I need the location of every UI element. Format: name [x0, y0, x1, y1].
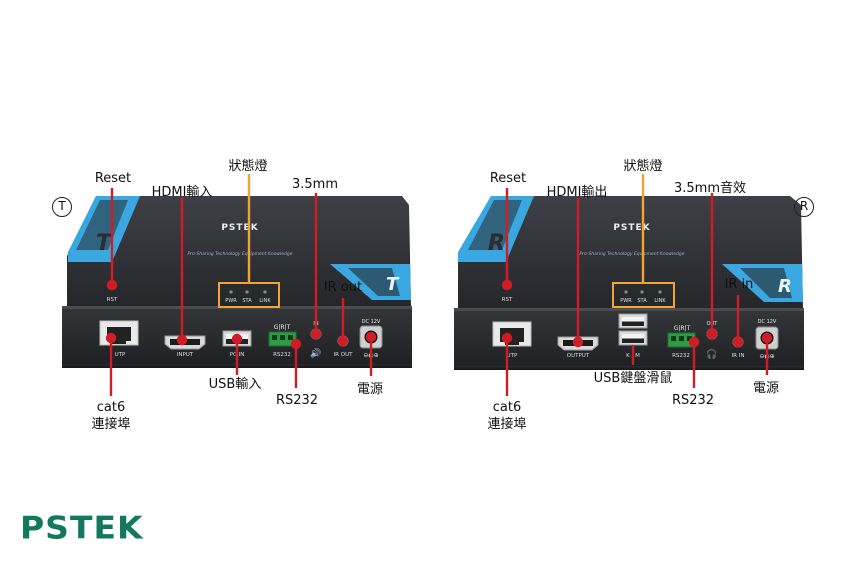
callout-dot-t-hdmi: [176, 334, 188, 346]
transmitter-sta-label: STA: [242, 298, 252, 304]
receiver-sta-led: [640, 290, 644, 294]
r-power-label: 電源: [752, 381, 780, 396]
callout-dot-r-rs232: [688, 336, 700, 348]
t-cat6-line2: 連接埠: [91, 417, 131, 432]
r-reset-label: Reset: [489, 171, 527, 186]
t-ir-label: IR out: [323, 280, 363, 295]
t-power-label: 電源: [356, 382, 384, 397]
callout-dot-r-audio: [706, 328, 718, 340]
receiver-brand-text: PSTEK: [613, 223, 650, 233]
t-status-led-label: 狀態燈: [228, 159, 268, 174]
receiver-link-led: [658, 290, 662, 294]
callout-dot-t-ir: [337, 335, 349, 347]
receiver-side-letter-right: R: [778, 276, 792, 297]
receiver-link-label: LINK: [654, 298, 666, 304]
r-cat6-label: cat6 連接埠: [487, 399, 526, 433]
transmitter-side-letter-right: T: [386, 274, 400, 295]
transmitter-irout-label: IR OUT: [334, 352, 354, 358]
receiver-irin-label: IR IN: [732, 353, 745, 359]
transmitter-input-label: INPUT: [177, 352, 194, 358]
callout-dot-r-power: [761, 332, 773, 344]
callout-dot-t-usb: [231, 333, 243, 345]
t-cat6-label: cat6 連接埠: [91, 399, 130, 433]
callout-dot-r-hdmi: [572, 336, 584, 348]
t-reset-label: Reset: [94, 171, 132, 186]
receiver-dc12v-label: DC 12V: [758, 319, 777, 325]
receiver-rst-label: RST: [502, 297, 513, 303]
callout-dot-r-reset: [501, 279, 513, 291]
receiver-badge: R: [794, 197, 814, 217]
receiver-sta-label: STA: [637, 298, 647, 304]
callout-dot-r-cat6: [501, 332, 513, 344]
r-cat6-line1: cat6: [492, 400, 522, 415]
transmitter-link-label: LINK: [259, 298, 271, 304]
receiver-utp-label: UTP: [507, 353, 518, 359]
receiver-lid: [458, 196, 803, 309]
receiver-rs232-label: RS232: [672, 353, 690, 359]
t-usb-label: USB輸入: [208, 377, 262, 392]
receiver-output-label: OUTPUT: [567, 353, 590, 359]
r-hdmi-label: HDMI輸出: [546, 185, 608, 200]
r-status-led-label: 狀態燈: [623, 159, 663, 174]
r-audio-label: 3.5mm音效: [673, 181, 747, 196]
t-cat6-line1: cat6: [96, 400, 126, 415]
transmitter-pwr-label: PWR: [225, 298, 237, 304]
transmitter-side-letter-left: T: [96, 231, 113, 256]
callout-dot-t-cat6: [105, 332, 117, 344]
headphone-icon: 🎧: [706, 348, 717, 360]
callout-dot-t-audio: [310, 328, 322, 340]
receiver-side-letter-left: R: [488, 231, 505, 256]
t-hdmi-label: HDMI輸入: [151, 185, 213, 200]
transmitter-sta-led: [245, 290, 249, 294]
receiver-grt-label: G|R|T: [674, 325, 691, 332]
callout-dot-t-reset: [106, 279, 118, 291]
transmitter-link-led: [263, 290, 267, 294]
pstek-logo: PSTEK: [20, 508, 144, 547]
transmitter-slogan: Pro-Sharing Technology Equipment Knowled…: [187, 251, 292, 257]
transmitter-utp-label: UTP: [115, 352, 126, 358]
r-rs232-label: RS232: [671, 393, 715, 408]
callout-dot-t-power: [365, 331, 377, 343]
r-cat6-line2: 連接埠: [487, 417, 527, 432]
transmitter-grt-label: G|R|T: [274, 324, 291, 331]
callout-lines: [105, 188, 773, 396]
speaker-icon: 🔊: [310, 347, 321, 359]
callout-dot-r-ir: [732, 336, 744, 348]
transmitter-lid: [67, 196, 411, 307]
r-ir-label: IR in: [724, 277, 754, 292]
t-audio-label: 3.5mm: [291, 177, 339, 192]
receiver-slogan: Pro-Sharing Technology Equipment Knowled…: [579, 251, 684, 257]
r-usb-label: USB鍵盤滑鼠: [593, 371, 673, 386]
receiver-pwr-led: [624, 290, 628, 294]
transmitter-rst-label: RST: [107, 297, 118, 303]
callout-dot-t-rs232: [290, 338, 302, 350]
transmitter-badge: T: [52, 197, 72, 217]
transmitter-rs232-label: RS232: [273, 352, 291, 358]
transmitter-brand-text: PSTEK: [221, 223, 258, 233]
receiver-pwr-label: PWR: [620, 298, 632, 304]
transmitter-dc12v-label: DC 12V: [362, 319, 381, 325]
t-rs232-label: RS232: [275, 393, 319, 408]
transmitter-pwr-led: [229, 290, 233, 294]
